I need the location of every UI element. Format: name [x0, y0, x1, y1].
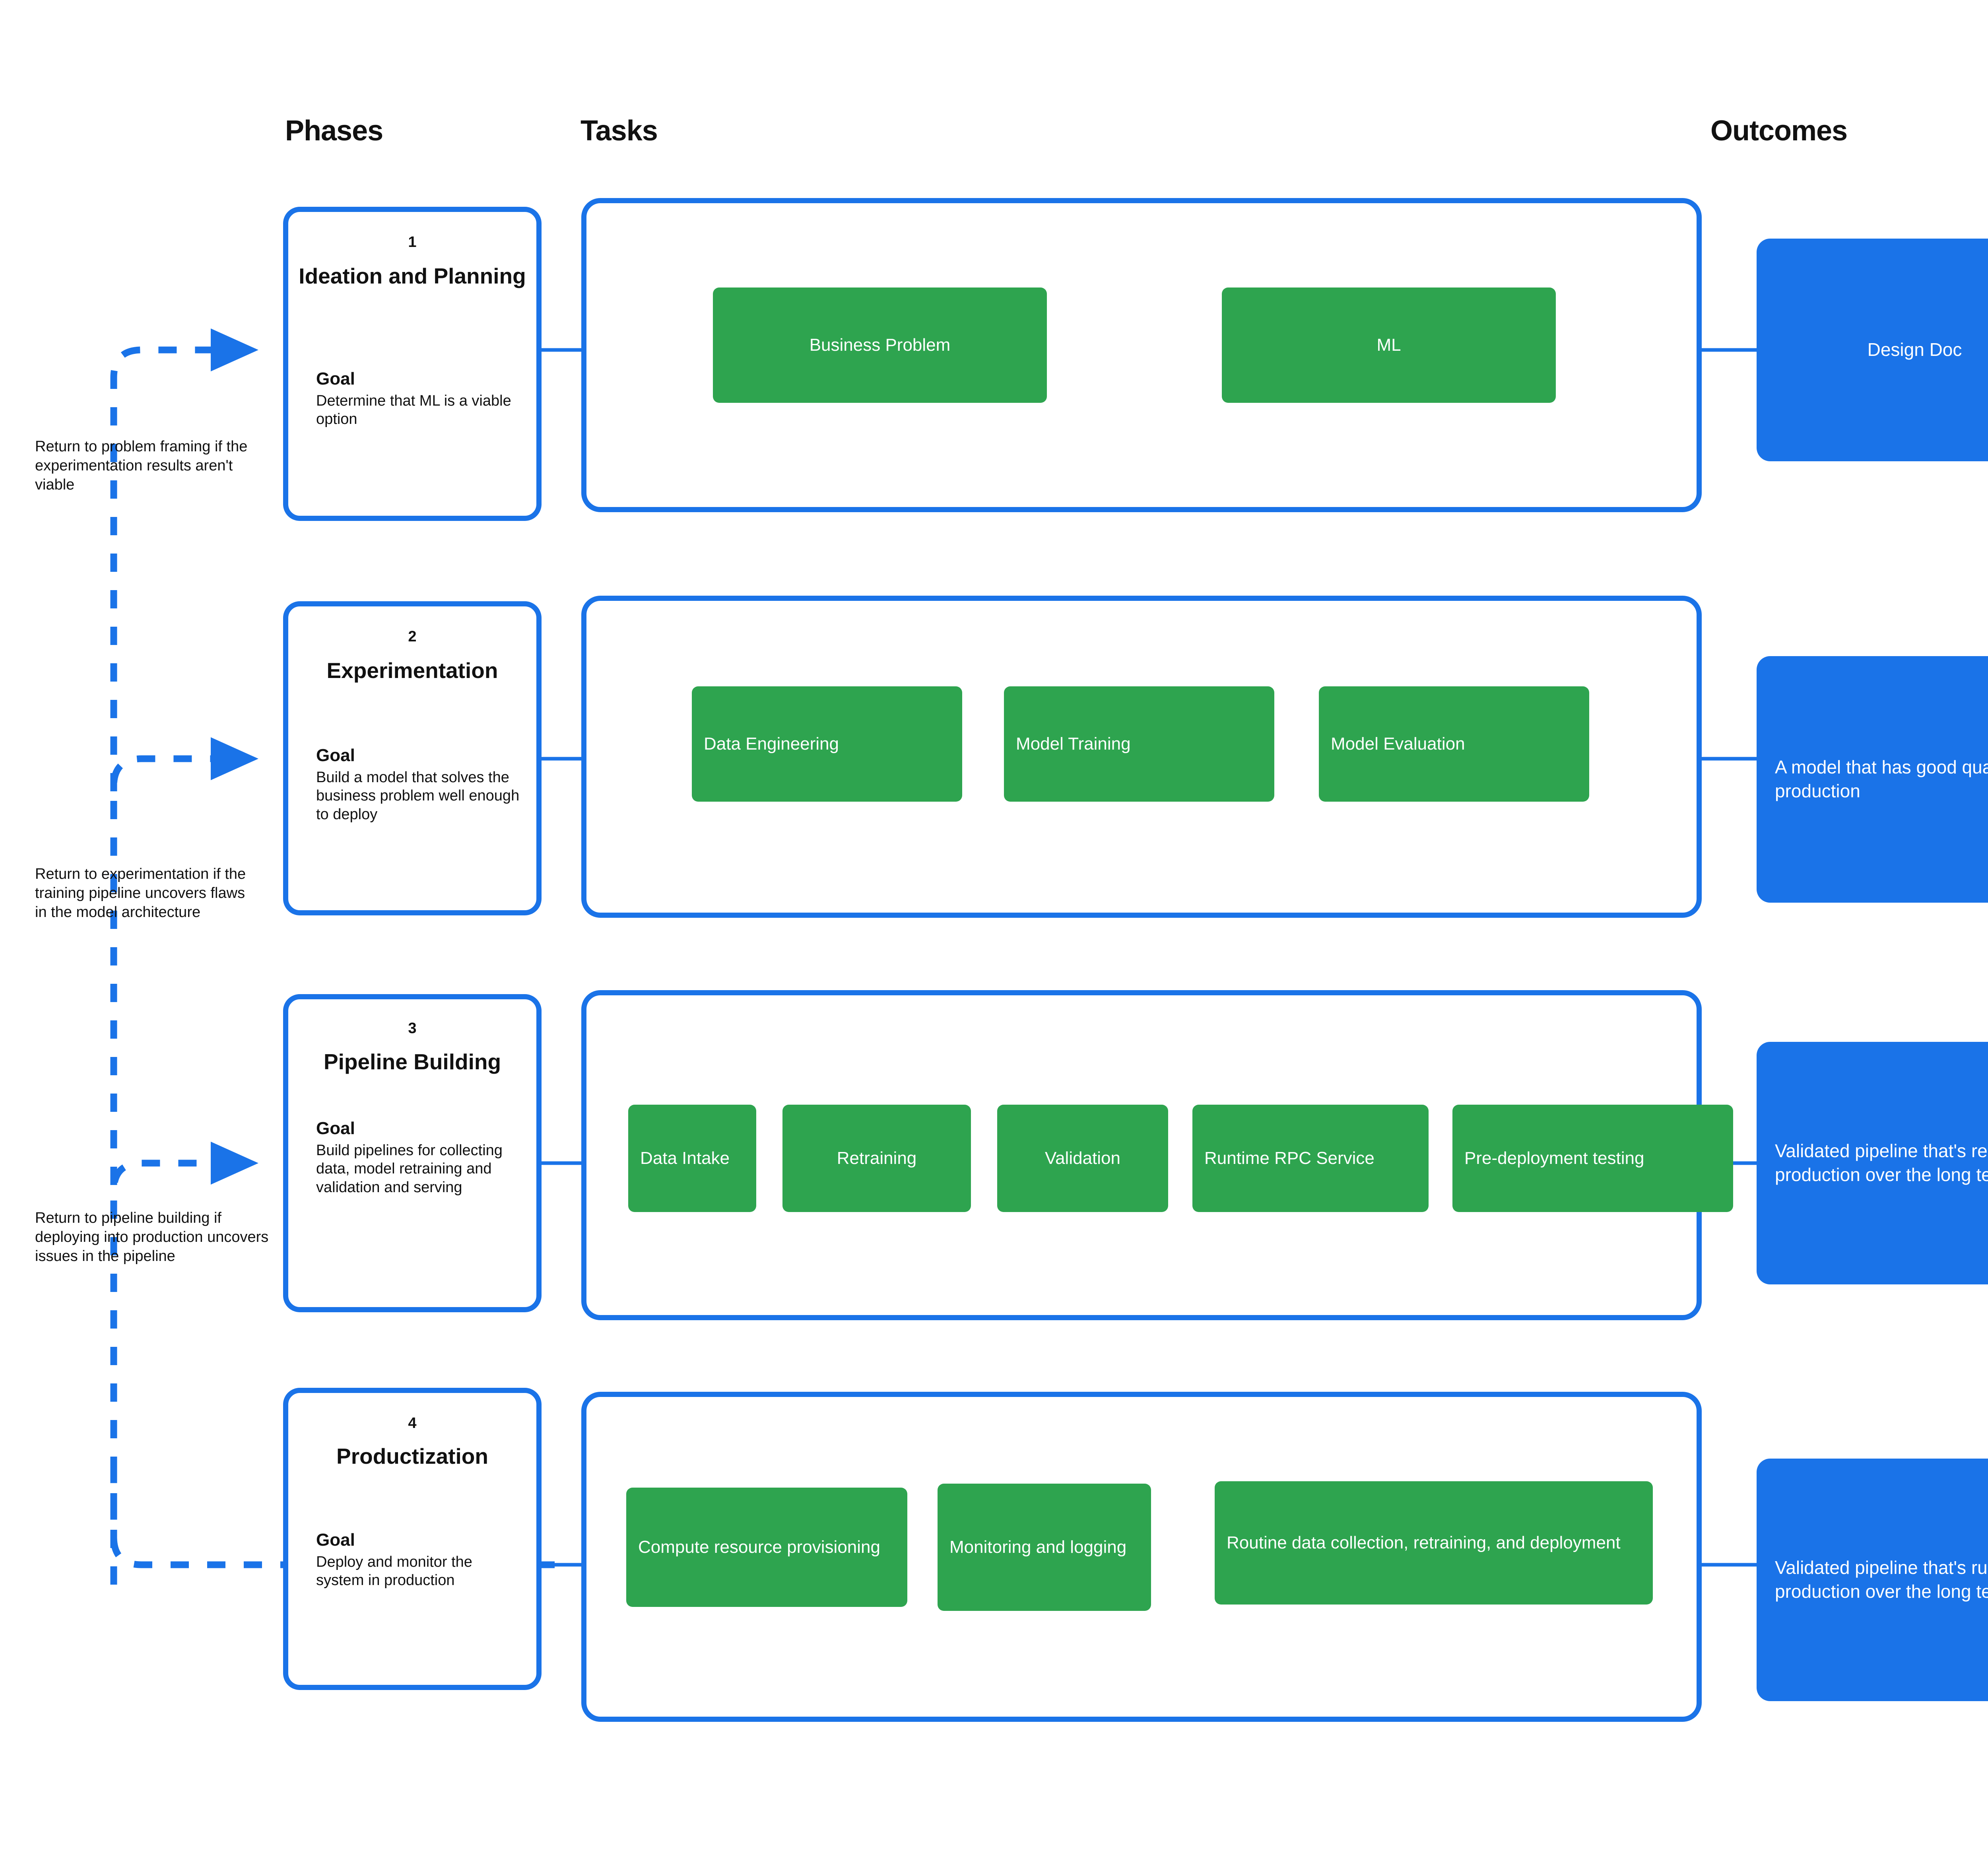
outcome-label: Validated pipeline that's ready for prod…	[1775, 1140, 1988, 1185]
phase-goal: Goal Build pipelines for collecting data…	[316, 1119, 523, 1197]
phase-number: 4	[408, 1415, 417, 1432]
column-header-tasks: Tasks	[580, 115, 658, 147]
column-header-phases: Phases	[285, 115, 383, 147]
outcome-label: A model that has good quality for produc…	[1775, 757, 1988, 801]
task-label: Data Engineering	[704, 734, 839, 754]
task-chip[interactable]: Monitoring and logging	[938, 1484, 1151, 1611]
tasks-box-3: Data Intake Retraining Validation Runtim…	[581, 990, 1733, 1320]
phase-number: 1	[408, 234, 417, 251]
task-label: Compute resource provisioning	[638, 1537, 880, 1557]
task-label: ML	[1376, 335, 1401, 355]
tasks-box-4: Compute resource provisioning Monitoring…	[581, 1392, 1702, 1722]
phase-title: Ideation and Planning	[299, 264, 526, 288]
task-label: Runtime RPC Service	[1204, 1148, 1375, 1168]
phase-goal: Goal Determine that ML is a viable optio…	[316, 369, 523, 429]
outcome-chip-4[interactable]: Validated pipeline that's running in pro…	[1757, 1459, 1988, 1701]
phase-goal: Goal Deploy and monitor the system in pr…	[316, 1530, 523, 1590]
note-return-2: Return to experimentation if the trainin…	[35, 866, 246, 921]
task-label: Monitoring and logging	[949, 1537, 1127, 1557]
goal-text: Determine that ML is a viable option	[316, 392, 511, 428]
phase-title: Pipeline Building	[323, 1049, 501, 1074]
phase-number: 2	[408, 628, 417, 645]
goal-label: Goal	[316, 746, 355, 765]
goal-text: Deploy and monitor the system in product…	[316, 1553, 472, 1589]
task-chip[interactable]: Retraining	[782, 1105, 971, 1212]
outcome-chip-2[interactable]: A model that has good quality for produc…	[1757, 656, 1988, 903]
task-label: Retraining	[837, 1148, 917, 1168]
tasks-box-2: Data Engineering Model Training Model Ev…	[581, 596, 1702, 918]
phase-title: Productization	[336, 1444, 488, 1469]
dashed-arrow-2	[211, 737, 258, 780]
phase-card-4[interactable]: 4 Productization Goal Deploy and monitor…	[283, 1388, 542, 1690]
dashed-arrow-1	[211, 328, 258, 371]
tasks-box-1: Business Problem ML	[581, 198, 1702, 512]
goal-label: Goal	[316, 369, 355, 389]
task-label: Model Evaluation	[1331, 734, 1465, 754]
task-chip[interactable]: Compute resource provisioning	[626, 1488, 907, 1607]
outcome-label: Design Doc	[1867, 339, 1962, 360]
outcome-chip-3[interactable]: Validated pipeline that's ready for prod…	[1757, 1042, 1988, 1284]
task-chip[interactable]: Data Engineering	[692, 686, 962, 802]
task-chip[interactable]: Model Training	[1004, 686, 1274, 802]
task-chip[interactable]: ML	[1222, 288, 1556, 403]
phase-card-3[interactable]: 3 Pipeline Building Goal Build pipelines…	[283, 994, 542, 1312]
phase-title: Experimentation	[326, 658, 498, 683]
phase-number: 3	[408, 1020, 417, 1037]
task-chip[interactable]: Model Evaluation	[1319, 686, 1589, 802]
outcome-label: Validated pipeline that's running in pro…	[1775, 1557, 1988, 1602]
task-label: Data Intake	[640, 1148, 730, 1168]
goal-label: Goal	[316, 1530, 355, 1550]
dashed-return-1	[110, 346, 211, 791]
dashed-arrow-3	[211, 1142, 258, 1185]
task-label: Pre-deployment testing	[1464, 1148, 1644, 1168]
phase-card-2[interactable]: 2 Experimentation Goal Build a model tha…	[283, 601, 542, 915]
dashed-return-2	[110, 755, 211, 1185]
note-return-3: Return to pipeline building if deploying…	[35, 1210, 269, 1265]
task-chip[interactable]: Routine data collection, retraining, and…	[1215, 1481, 1653, 1605]
column-header-outcomes: Outcomes	[1710, 115, 1848, 147]
task-label: Business Problem	[809, 335, 951, 355]
task-chip[interactable]: Business Problem	[713, 288, 1047, 403]
task-chip[interactable]: Runtime RPC Service	[1192, 1105, 1429, 1212]
task-label: Model Training	[1016, 734, 1131, 754]
task-chip[interactable]: Data Intake	[628, 1105, 756, 1212]
task-label: Validation	[1045, 1148, 1120, 1168]
task-chip[interactable]: Pre-deployment testing	[1452, 1105, 1733, 1212]
phase-card-1[interactable]: 1 Ideation and Planning Goal Determine t…	[283, 207, 542, 521]
note-return-1: Return to problem framing if the experim…	[35, 438, 248, 493]
outcome-chip-1[interactable]: Design Doc	[1757, 239, 1988, 461]
goal-text: Build pipelines for collecting data, mod…	[316, 1142, 503, 1196]
phase-goal: Goal Build a model that solves the busin…	[316, 746, 523, 824]
task-label: Routine data collection, retraining, and…	[1227, 1533, 1621, 1553]
goal-text: Build a model that solves the business p…	[316, 769, 520, 823]
goal-label: Goal	[316, 1119, 355, 1138]
task-chip[interactable]: Validation	[997, 1105, 1168, 1212]
